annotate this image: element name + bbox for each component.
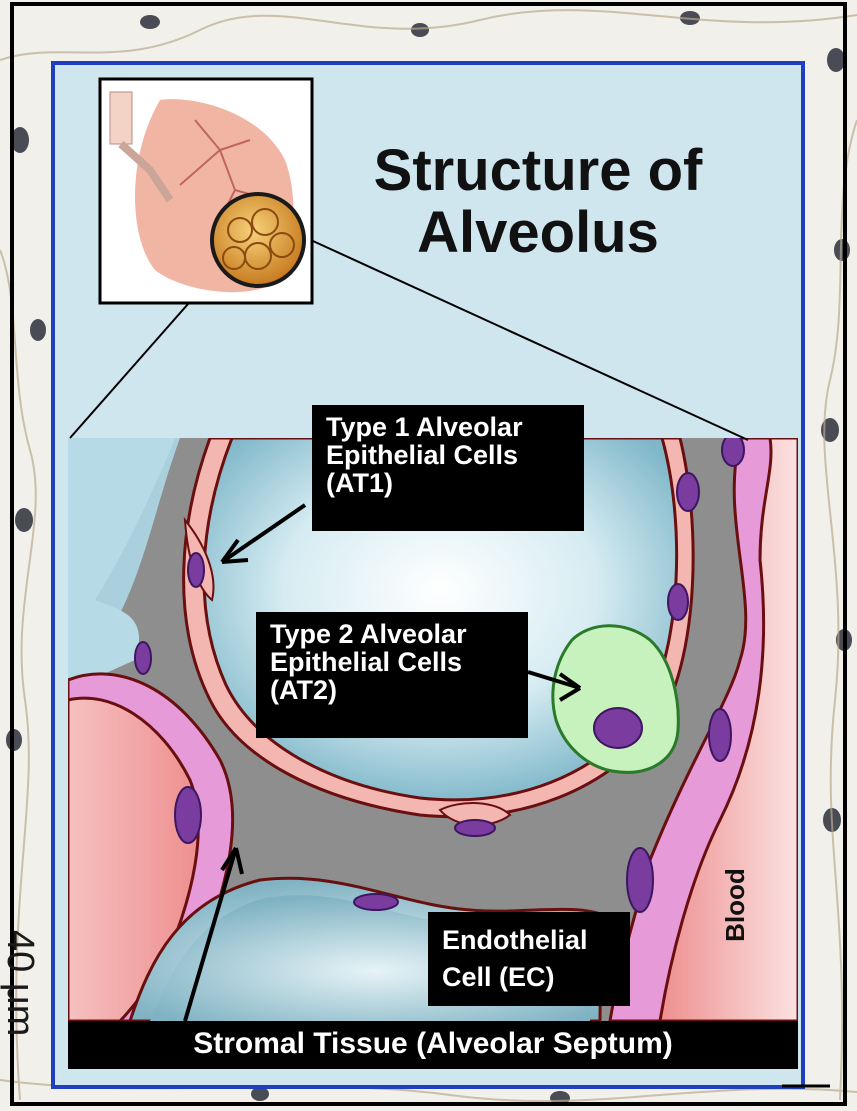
label-blood: Blood (720, 850, 750, 960)
magnifier-circle (212, 194, 304, 286)
label-at1-text: Type 1 Alveolar Epithelial Cells (AT1) (326, 413, 572, 497)
title-line-2: Alveolus (318, 202, 758, 264)
label-at2-text: Type 2 Alveolar Epithelial Cells (AT2) (270, 620, 516, 704)
lung-inset (100, 79, 312, 303)
diagram-title: Structure of Alveolus (318, 140, 758, 264)
endothelial-nucleus (709, 709, 731, 761)
label-at2: Type 2 Alveolar Epithelial Cells (AT2) (256, 612, 528, 738)
endothelial-nucleus (175, 787, 201, 843)
scale-bar-label: 40 μm (0, 930, 40, 1070)
title-line-1: Structure of (318, 140, 758, 202)
label-stroma-text: Stromal Tissue (Alveolar Septum) (68, 1028, 798, 1060)
label-endothelial-cell: Endothelial Cell (EC) (428, 912, 630, 1006)
label-stromal-tissue: Stromal Tissue (Alveolar Septum) (68, 1021, 798, 1069)
label-at1: Type 1 Alveolar Epithelial Cells (AT1) (312, 405, 584, 531)
label-ec-text: Endothelial Cell (EC) (442, 922, 620, 996)
endothelial-nucleus (627, 848, 653, 912)
